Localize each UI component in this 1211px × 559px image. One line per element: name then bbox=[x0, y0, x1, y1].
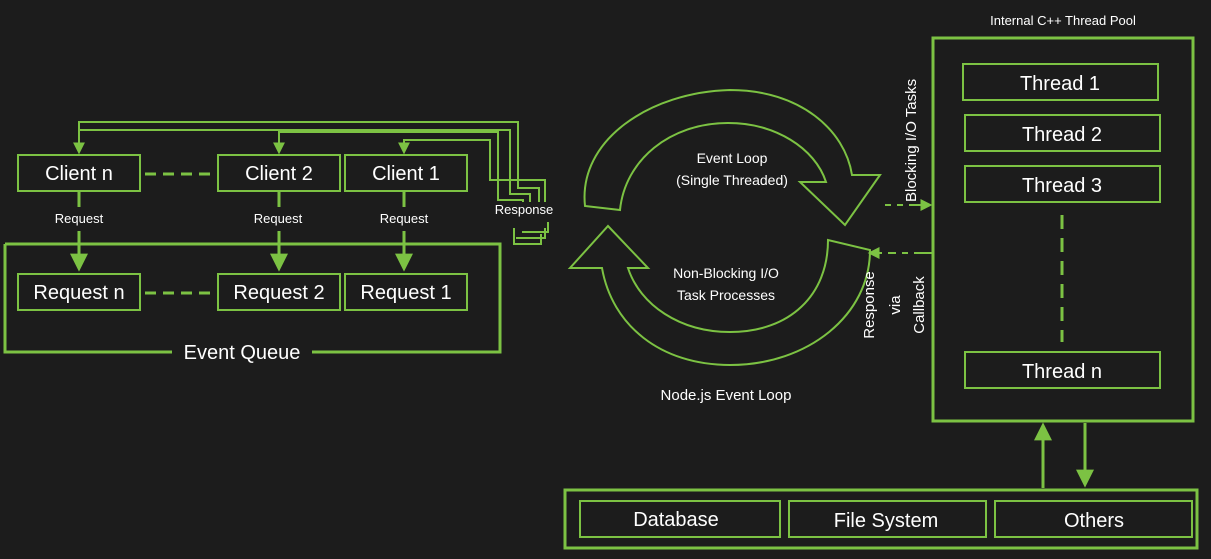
file-system-label: File System bbox=[834, 510, 938, 532]
event-queue-title: Event Queue bbox=[184, 342, 301, 364]
client-1-box: Client 1 bbox=[344, 154, 468, 192]
blocking-io-label: Blocking I/O Tasks bbox=[903, 79, 920, 202]
thread-2-box: Thread 2 bbox=[964, 114, 1161, 152]
file-system-box: File System bbox=[788, 500, 987, 538]
request-n-label: Request n bbox=[33, 282, 124, 304]
pool-resource-arrows bbox=[1034, 422, 1094, 488]
thread-1-label: Thread 1 bbox=[1020, 73, 1100, 95]
thread-1-box: Thread 1 bbox=[962, 63, 1159, 101]
event-loop-bottom-arrow bbox=[567, 224, 872, 367]
thread-pool-title: Internal C++ Thread Pool bbox=[990, 13, 1136, 28]
nonblocking-line2: Task Processes bbox=[677, 287, 775, 303]
thread-pool-container bbox=[931, 36, 1195, 423]
event-loop-title-line2: (Single Threaded) bbox=[676, 172, 788, 188]
request-2-box: Request 2 bbox=[217, 273, 341, 311]
client-n-label: Client n bbox=[45, 163, 113, 185]
request-2-label: Request 2 bbox=[233, 282, 324, 304]
request-label-1: Request bbox=[380, 211, 429, 226]
response-via-line1: Response bbox=[861, 271, 878, 339]
database-box: Database bbox=[579, 500, 781, 538]
event-loop-caption: Node.js Event Loop bbox=[661, 387, 792, 404]
thread-2-label: Thread 2 bbox=[1022, 124, 1102, 146]
thread-3-box: Thread 3 bbox=[964, 165, 1161, 203]
response-label: Response bbox=[495, 202, 554, 217]
client-2-label: Client 2 bbox=[245, 163, 313, 185]
request-n-box: Request n bbox=[17, 273, 141, 311]
response-via-line3: Callback bbox=[911, 276, 928, 334]
database-label: Database bbox=[633, 509, 719, 531]
nonblocking-line1: Non-Blocking I/O bbox=[673, 265, 779, 281]
thread-n-label: Thread n bbox=[1022, 361, 1102, 383]
thread-n-box: Thread n bbox=[964, 351, 1161, 389]
request-arrows bbox=[70, 192, 413, 272]
event-loop-top-arrow bbox=[583, 88, 882, 227]
request-1-box: Request 1 bbox=[344, 273, 468, 311]
request-1-label: Request 1 bbox=[360, 282, 451, 304]
thread-3-label: Thread 3 bbox=[1022, 175, 1102, 197]
others-box: Others bbox=[994, 500, 1193, 538]
others-label: Others bbox=[1064, 510, 1124, 532]
response-lines bbox=[73, 121, 549, 245]
request-label-n: Request bbox=[55, 211, 104, 226]
event-queue: Event Queue bbox=[3, 242, 502, 364]
request-label-2: Request bbox=[254, 211, 303, 226]
client-2-box: Client 2 bbox=[217, 154, 341, 192]
client-n-box: Client n bbox=[17, 154, 141, 192]
client-1-label: Client 1 bbox=[372, 163, 440, 185]
response-via-line2: via bbox=[887, 295, 904, 315]
event-loop-title-line1: Event Loop bbox=[697, 150, 768, 166]
resources-container bbox=[563, 488, 1199, 550]
